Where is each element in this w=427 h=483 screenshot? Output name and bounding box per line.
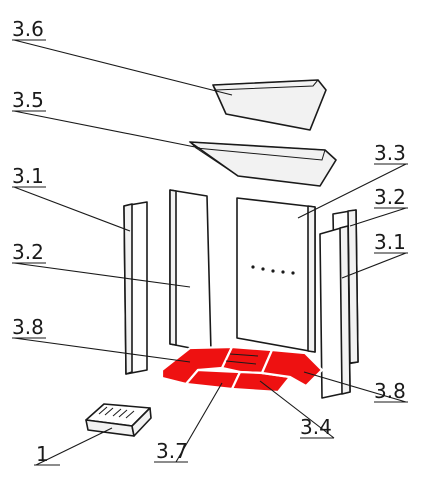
callout-3-4-text: 3.4: [300, 415, 332, 439]
callout-1-text: 1: [36, 442, 49, 466]
leader-lines: [13, 39, 407, 466]
callout-3-2-left-text: 3.2: [12, 240, 44, 264]
floor-brick-3-8-right: [260, 348, 324, 388]
part-3-1-left-side-brick: [123, 201, 148, 375]
callout-3-2-right-text: 3.2: [374, 185, 406, 209]
dotted-line: [251, 265, 295, 275]
callout-3-7: 3.7: [154, 439, 188, 463]
part-3-5-deflector: [188, 141, 337, 187]
callout-1: 1: [34, 442, 60, 466]
callout-3-6: 3.6: [12, 17, 46, 41]
callout-3-1-left-text: 3.1: [12, 164, 44, 188]
callout-3-4: 3.4: [300, 415, 334, 439]
callout-3-1-right: 3.1: [374, 230, 408, 254]
callout-3-8-left-text: 3.8: [12, 315, 44, 339]
callout-3-2-left: 3.2: [12, 240, 46, 264]
callout-3-3: 3.3: [374, 141, 408, 165]
callout-3-2-right: 3.2: [374, 185, 408, 209]
floor-brick-3-8-left: [160, 345, 234, 386]
callout-3-5: 3.5: [12, 88, 46, 112]
part-3-1-right-front-brick: [319, 225, 351, 399]
callout-3-1-right-text: 3.1: [374, 230, 406, 254]
part-1-grate-brick: [85, 403, 152, 437]
callout-3-8-right-text: 3.8: [374, 379, 406, 403]
callout-3-6-text: 3.6: [12, 17, 44, 41]
part-3-6-top-plate: [212, 79, 327, 131]
part-3-3-right-rear-brick: [236, 197, 316, 353]
floor-bricks-highlighted: [160, 345, 324, 394]
callout-3-8-right: 3.8: [374, 379, 408, 403]
callout-3-5-text: 3.5: [12, 88, 44, 112]
callout-3-7-text: 3.7: [156, 439, 188, 463]
callout-3-1-left: 3.1: [12, 164, 46, 188]
callout-3-3-text: 3.3: [374, 141, 406, 165]
part-3-2-left-rear-brick: [169, 189, 212, 353]
callout-3-8-left: 3.8: [12, 315, 46, 339]
